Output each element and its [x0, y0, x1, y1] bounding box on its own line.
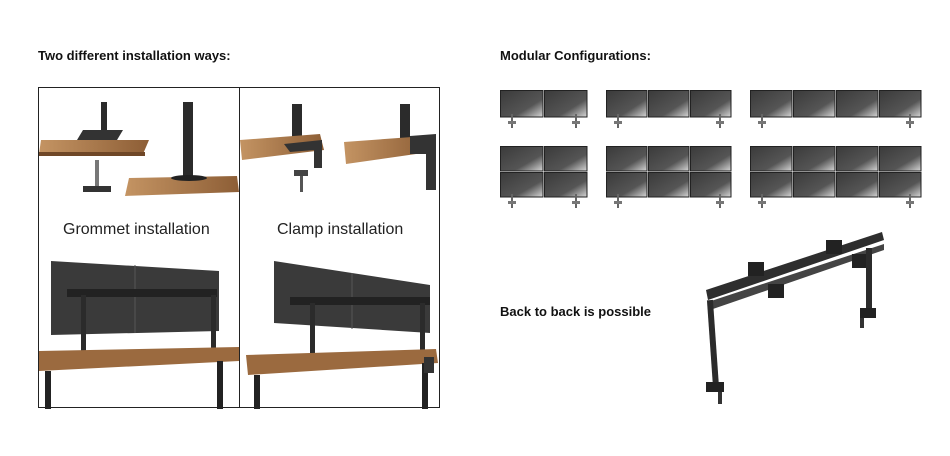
back-to-back-arm-illustration — [706, 232, 884, 404]
config-stand-foot — [716, 121, 724, 124]
config-screen — [690, 146, 732, 172]
grommet-desk-illustration — [39, 261, 239, 409]
config-screen — [500, 172, 544, 198]
config-stand-foot — [508, 121, 516, 124]
clamp-caption: Clamp installation — [277, 221, 404, 238]
config-screen — [606, 172, 648, 198]
config-screen — [793, 172, 836, 198]
config-screen — [648, 172, 690, 198]
config-screen — [500, 90, 544, 118]
config-screen — [606, 90, 648, 118]
config-screen — [544, 90, 588, 118]
config-stand-foot — [508, 201, 516, 204]
config-screen — [500, 146, 544, 172]
grommet-illustration — [39, 102, 239, 196]
config-screen — [836, 146, 879, 172]
config-stand-foot — [614, 121, 622, 124]
config-screen — [690, 90, 732, 118]
config-screen — [836, 172, 879, 198]
config-stand-foot — [716, 201, 724, 204]
config-stand-foot — [758, 121, 766, 124]
config-screen — [544, 146, 588, 172]
config-screen — [648, 146, 690, 172]
config-screen — [879, 146, 922, 172]
config-stand-foot — [572, 201, 580, 204]
config-screen — [544, 172, 588, 198]
back-to-back-label: Back to back is possible — [500, 304, 652, 319]
config-stand-foot — [758, 201, 766, 204]
config-screen — [836, 90, 879, 118]
grommet-caption: Grommet installation — [63, 221, 210, 238]
modular-heading: Modular Configurations: — [500, 48, 651, 63]
config-screen — [879, 90, 922, 118]
config-stand-foot — [614, 201, 622, 204]
clamp-illustration — [240, 104, 436, 192]
config-stand-foot — [906, 201, 914, 204]
config-screen — [793, 146, 836, 172]
config-screen — [606, 146, 648, 172]
panel-divider — [239, 88, 240, 407]
clamp-desk-illustration — [246, 261, 438, 409]
config-screen — [750, 172, 793, 198]
installation-panel: Grommet installation Clamp installation — [38, 87, 440, 409]
installation-heading: Two different installation ways: — [38, 48, 231, 63]
config-screen — [750, 146, 793, 172]
config-screen — [879, 172, 922, 198]
config-stand-foot — [572, 121, 580, 124]
config-screen — [750, 90, 793, 118]
config-screen — [690, 172, 732, 198]
config-screen — [793, 90, 836, 118]
config-screen — [648, 90, 690, 118]
config-stand-foot — [906, 121, 914, 124]
